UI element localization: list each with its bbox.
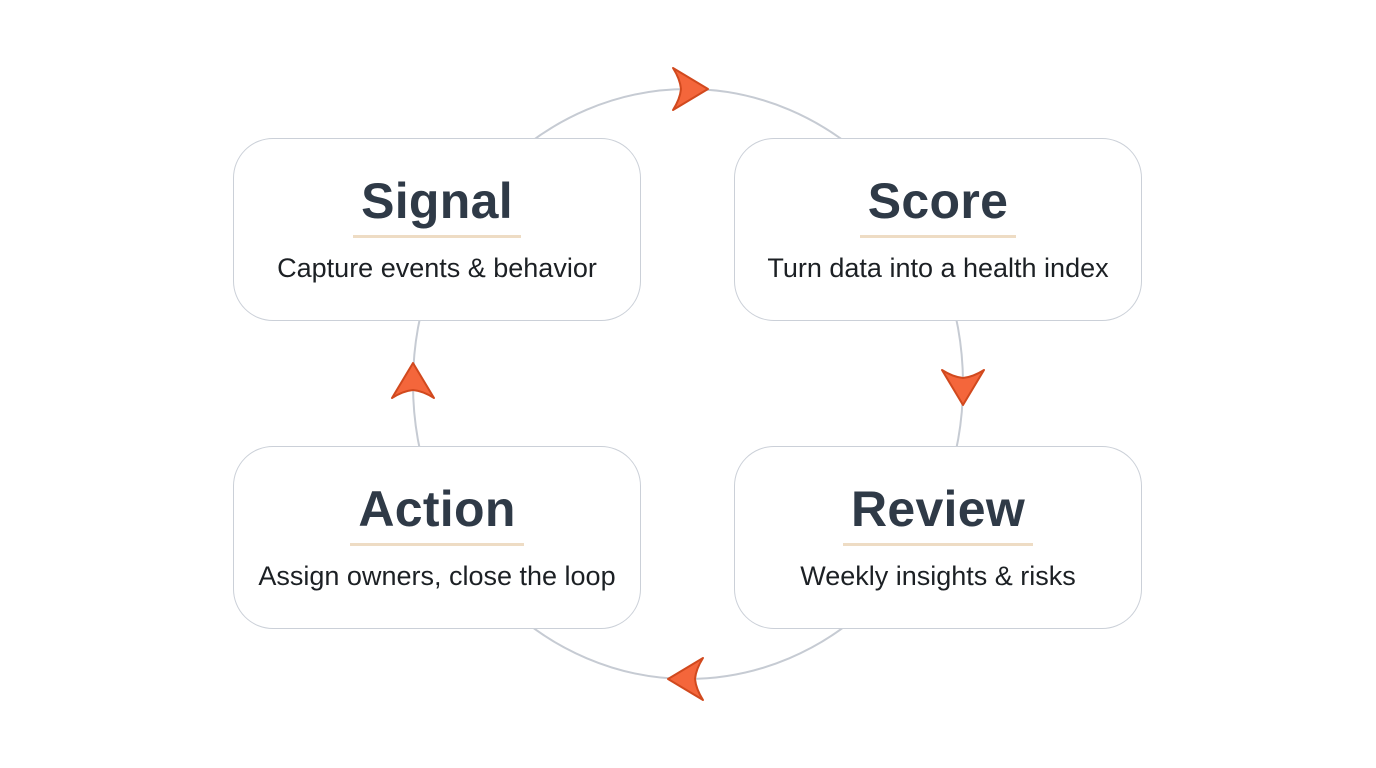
node-signal-subtitle: Capture events & behavior (277, 252, 597, 283)
node-action: Action Assign owners, close the loop (233, 446, 641, 629)
node-score: Score Turn data into a health index (734, 138, 1142, 321)
arrow-up-icon (391, 362, 435, 399)
node-action-title: Action (350, 484, 524, 546)
arrow-down-icon (941, 369, 985, 406)
node-score-subtitle: Turn data into a health index (767, 252, 1109, 283)
arrow-right-icon (672, 67, 709, 111)
node-review: Review Weekly insights & risks (734, 446, 1142, 629)
arrow-left-icon (667, 657, 704, 701)
node-action-subtitle: Assign owners, close the loop (258, 560, 616, 591)
node-score-title: Score (859, 176, 1017, 238)
node-signal-title: Signal (353, 176, 521, 238)
node-signal: Signal Capture events & behavior (233, 138, 641, 321)
node-review-subtitle: Weekly insights & risks (800, 560, 1076, 591)
node-review-title: Review (842, 484, 1034, 546)
